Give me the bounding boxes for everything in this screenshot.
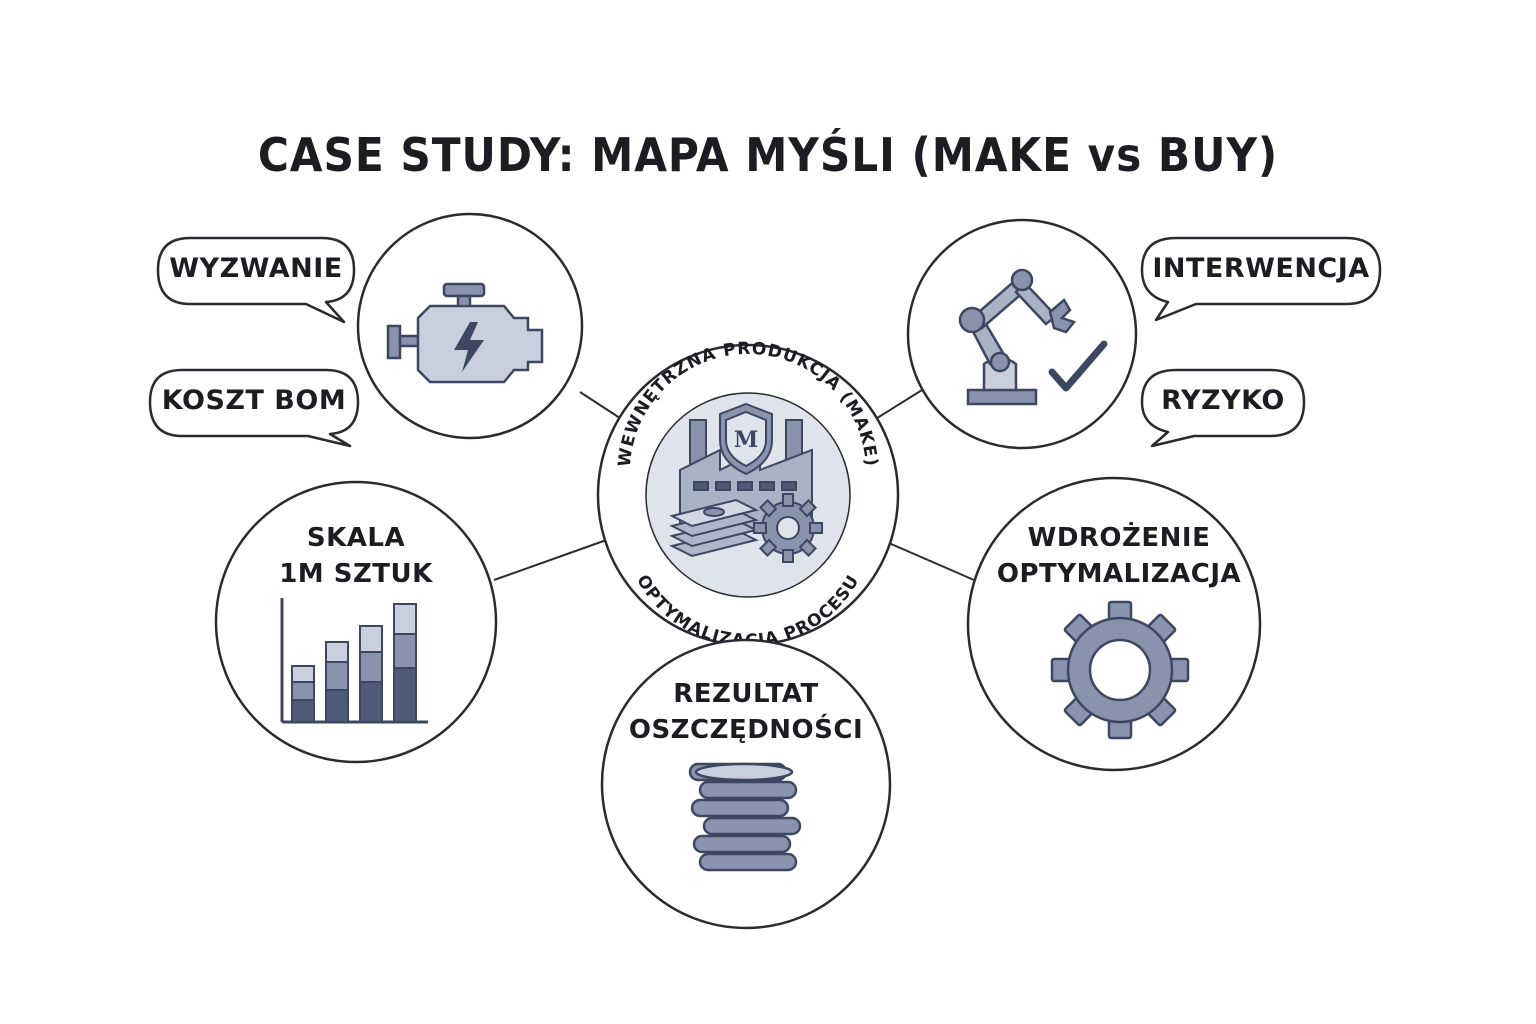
skala-node — [214, 480, 498, 764]
bar-chart-icon — [280, 598, 428, 724]
bubble-interwencja — [1140, 236, 1382, 322]
skala-line2: 1M SZTUK — [279, 559, 433, 589]
engine-node — [356, 212, 584, 440]
page-title: CASE STUDY: MAPA MYŚLI (MAKE vs BUY) — [257, 128, 1279, 182]
rezultat-line2: OSZCZĘDNOŚCI — [628, 715, 864, 745]
bubble-ryzyko — [1140, 368, 1306, 448]
connector-wdrozenie — [881, 539, 975, 581]
bubble-koszt-bom — [148, 368, 360, 448]
wdrozenie-label: WDROŻENIE OPTYMALIZACJA — [994, 520, 1244, 592]
bubble-wyzwanie — [156, 236, 356, 324]
bubbles — [148, 236, 1382, 448]
bubble-ryzyko-label: RYZYKO — [1161, 385, 1285, 416]
rezultat-label: REZULTAT OSZCZĘDNOŚCI — [626, 676, 866, 748]
connector-engine — [579, 391, 627, 423]
wdrozenie-line2: OPTYMALIZACJA — [996, 559, 1242, 589]
skala-label: SKALA 1M SZTUK — [236, 520, 476, 592]
center-node: WEWNĘTRZNA PRODUKCJA (MAKE) OPTYMALIZACJ… — [596, 339, 900, 651]
wdrozenie-node — [966, 476, 1262, 772]
rezultat-line1: REZULTAT — [673, 679, 819, 709]
engine-icon — [386, 282, 544, 384]
bubble-interwencja-label: INTERWENCJA — [1152, 253, 1370, 284]
coin-stack-icon — [688, 762, 802, 872]
connector-skala — [493, 537, 613, 581]
wdrozenie-line1: WDROŻENIE — [1027, 523, 1211, 553]
bubble-koszt-bom-label: KOSZT BOM — [161, 385, 347, 416]
rezultat-node — [600, 638, 892, 930]
robot-arm-check-icon — [958, 268, 1108, 406]
connector-robot — [873, 389, 923, 421]
shield-letter: M — [734, 427, 758, 453]
factory-shield-money-gear-icon: M — [669, 402, 823, 563]
robot-node — [906, 218, 1138, 450]
bubble-wyzwanie-label: WYZWANIE — [169, 253, 343, 284]
skala-line1: SKALA — [306, 523, 406, 553]
gear-icon — [1050, 600, 1190, 740]
